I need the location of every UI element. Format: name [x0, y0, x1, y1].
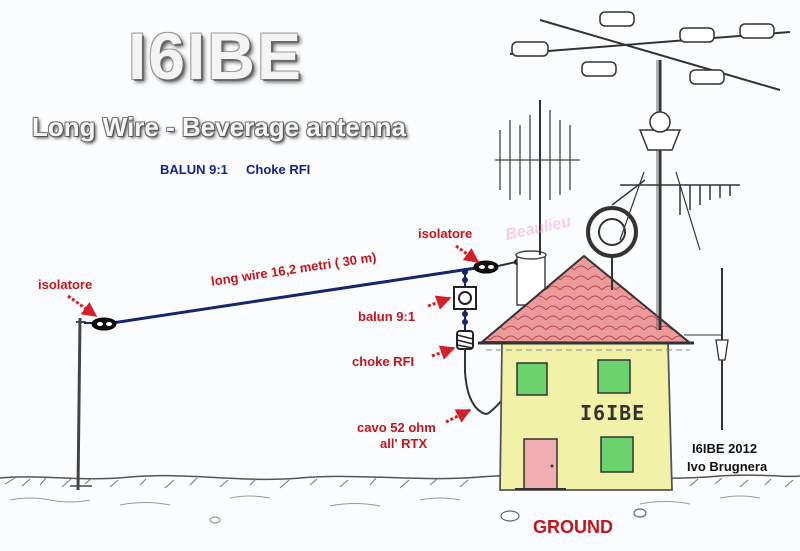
label-choke: choke RFI [352, 354, 414, 369]
label-isolatore-right: isolatore [418, 226, 472, 241]
label-cable-line1: cavo 52 ohm [357, 420, 436, 435]
ground-line [0, 475, 800, 523]
legend-choke: Choke RFI [246, 162, 310, 177]
label-isolatore-left: isolatore [38, 277, 92, 292]
legend-balun: BALUN 9:1 [160, 162, 228, 177]
left-pole [70, 318, 92, 490]
label-balun: balun 9:1 [358, 309, 415, 324]
right-insulator [474, 259, 520, 273]
label-cable-line2: all' RTX [380, 436, 427, 451]
left-insulator [92, 318, 116, 330]
house [478, 251, 695, 490]
page-title: I6IBE [128, 18, 303, 94]
right-whip-antenna [684, 268, 728, 430]
credit-line2: Ivo Brugnera [687, 459, 767, 474]
label-ground: GROUND [533, 517, 613, 538]
credit-line1: I6IBE 2012 [692, 441, 757, 456]
house-sign: I6IBE [580, 401, 645, 425]
page-subtitle: Long Wire - Beverage antenna [32, 112, 406, 143]
